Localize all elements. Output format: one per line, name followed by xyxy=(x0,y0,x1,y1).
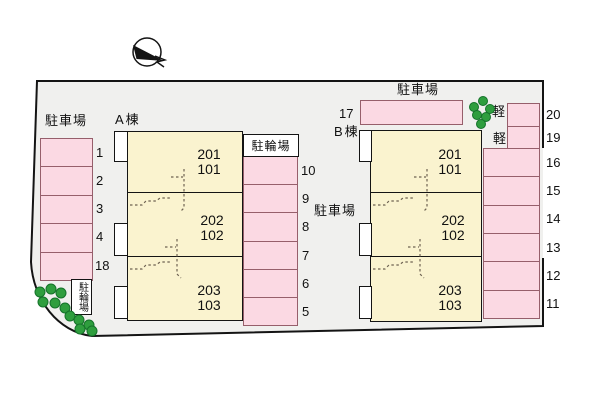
parking-spot xyxy=(244,296,297,325)
parking-spot xyxy=(484,204,539,233)
spot-number: 15 xyxy=(546,183,561,198)
unit-lower: 102 xyxy=(441,227,465,243)
unit-upper: 203 xyxy=(197,282,221,298)
building-b: 201 101 202 102 203 103 xyxy=(370,130,482,322)
stairwell xyxy=(359,286,372,319)
spot-number: 8 xyxy=(302,219,310,234)
parking-area-label-top: 駐車場 xyxy=(397,82,440,97)
spot-number: 4 xyxy=(96,229,104,244)
spot-number: 17 xyxy=(339,106,354,121)
stairwell xyxy=(114,223,128,256)
parking-spot xyxy=(41,139,92,166)
spot-number: 19 xyxy=(546,130,561,145)
unit-lower: 103 xyxy=(197,297,221,313)
parking-spot xyxy=(41,166,92,194)
spot-number: 7 xyxy=(302,248,310,263)
spot-number: 2 xyxy=(96,173,104,188)
floor-divider xyxy=(128,192,242,193)
floor-divider xyxy=(371,192,481,193)
spot-number: 6 xyxy=(302,276,310,291)
parking-spot xyxy=(484,261,539,289)
unit-label-a3: 203 103 xyxy=(185,283,233,313)
parking-spot xyxy=(244,184,297,212)
spot-number: 9 xyxy=(302,191,310,206)
stairwell xyxy=(114,286,128,319)
parking-spot xyxy=(484,289,539,318)
spot-number: 10 xyxy=(301,163,316,178)
unit-upper: 202 xyxy=(200,212,224,228)
building-a: 201 101 202 102 203 103 xyxy=(127,131,243,321)
unit-upper: 202 xyxy=(441,212,465,228)
unit-label-b2: 202 102 xyxy=(429,213,477,243)
unit-lower: 103 xyxy=(438,297,462,313)
spot-number: 14 xyxy=(546,211,561,226)
parking-spot xyxy=(41,251,92,280)
parking-spot-group-left xyxy=(40,138,93,281)
parking-spot xyxy=(508,125,539,149)
parking-spot xyxy=(244,240,297,269)
parking-area-label-left: 駐車場 xyxy=(45,113,88,128)
spot-number: 20 xyxy=(546,107,561,122)
kei-label: 軽 xyxy=(493,131,507,146)
spot-number: 11 xyxy=(546,296,560,311)
spot-number: 1 xyxy=(96,145,104,160)
floor-divider xyxy=(128,256,242,257)
stairwell xyxy=(114,131,128,162)
unit-upper: 203 xyxy=(438,282,462,298)
unit-label-b1: 201 101 xyxy=(426,147,474,177)
parking-spot xyxy=(484,176,539,204)
unit-upper: 201 xyxy=(438,146,462,162)
spot-number: 18 xyxy=(95,258,110,273)
parking-spot xyxy=(484,149,539,176)
unit-label-b3: 203 103 xyxy=(426,283,474,313)
unit-label-a1: 201 101 xyxy=(185,147,233,177)
building-b-label: B棟 xyxy=(334,124,360,139)
parking-spot xyxy=(244,157,297,184)
unit-lower: 102 xyxy=(200,227,224,243)
spot-number: 13 xyxy=(546,240,561,255)
unit-lower: 101 xyxy=(197,161,221,177)
parking-spot xyxy=(41,223,92,251)
spot-number: 3 xyxy=(96,201,104,216)
parking-spot xyxy=(484,232,539,261)
spot-number: 12 xyxy=(546,268,561,283)
bicycle-parking-label-left: 駐輪場 xyxy=(76,282,88,312)
spot-number: 16 xyxy=(546,155,561,170)
unit-upper: 201 xyxy=(197,146,221,162)
stairwell xyxy=(359,130,372,162)
parking-spot-group-mid xyxy=(243,156,298,326)
parking-spot-group-kei xyxy=(507,103,540,149)
stairwell xyxy=(359,223,372,256)
kei-label: 軽 xyxy=(492,104,506,119)
bicycle-parking-label-mid: 駐輪場 xyxy=(251,139,291,153)
unit-label-a2: 202 102 xyxy=(188,213,236,243)
bicycle-parking-box-mid: 駐輪場 xyxy=(243,134,299,157)
parking-area-label-mid: 駐車場 xyxy=(314,203,357,218)
parking-spot xyxy=(244,212,297,240)
building-a-label: A棟 xyxy=(115,112,141,127)
parking-spot xyxy=(508,104,539,126)
parking-spot-group-right xyxy=(483,148,540,319)
bicycle-parking-box-left: 駐輪場 xyxy=(71,279,92,315)
parking-spot xyxy=(244,268,297,297)
parking-spot xyxy=(360,100,463,125)
spot-number: 5 xyxy=(302,304,310,319)
floor-divider xyxy=(371,256,481,257)
unit-lower: 101 xyxy=(438,161,462,177)
parking-spot xyxy=(41,194,92,223)
